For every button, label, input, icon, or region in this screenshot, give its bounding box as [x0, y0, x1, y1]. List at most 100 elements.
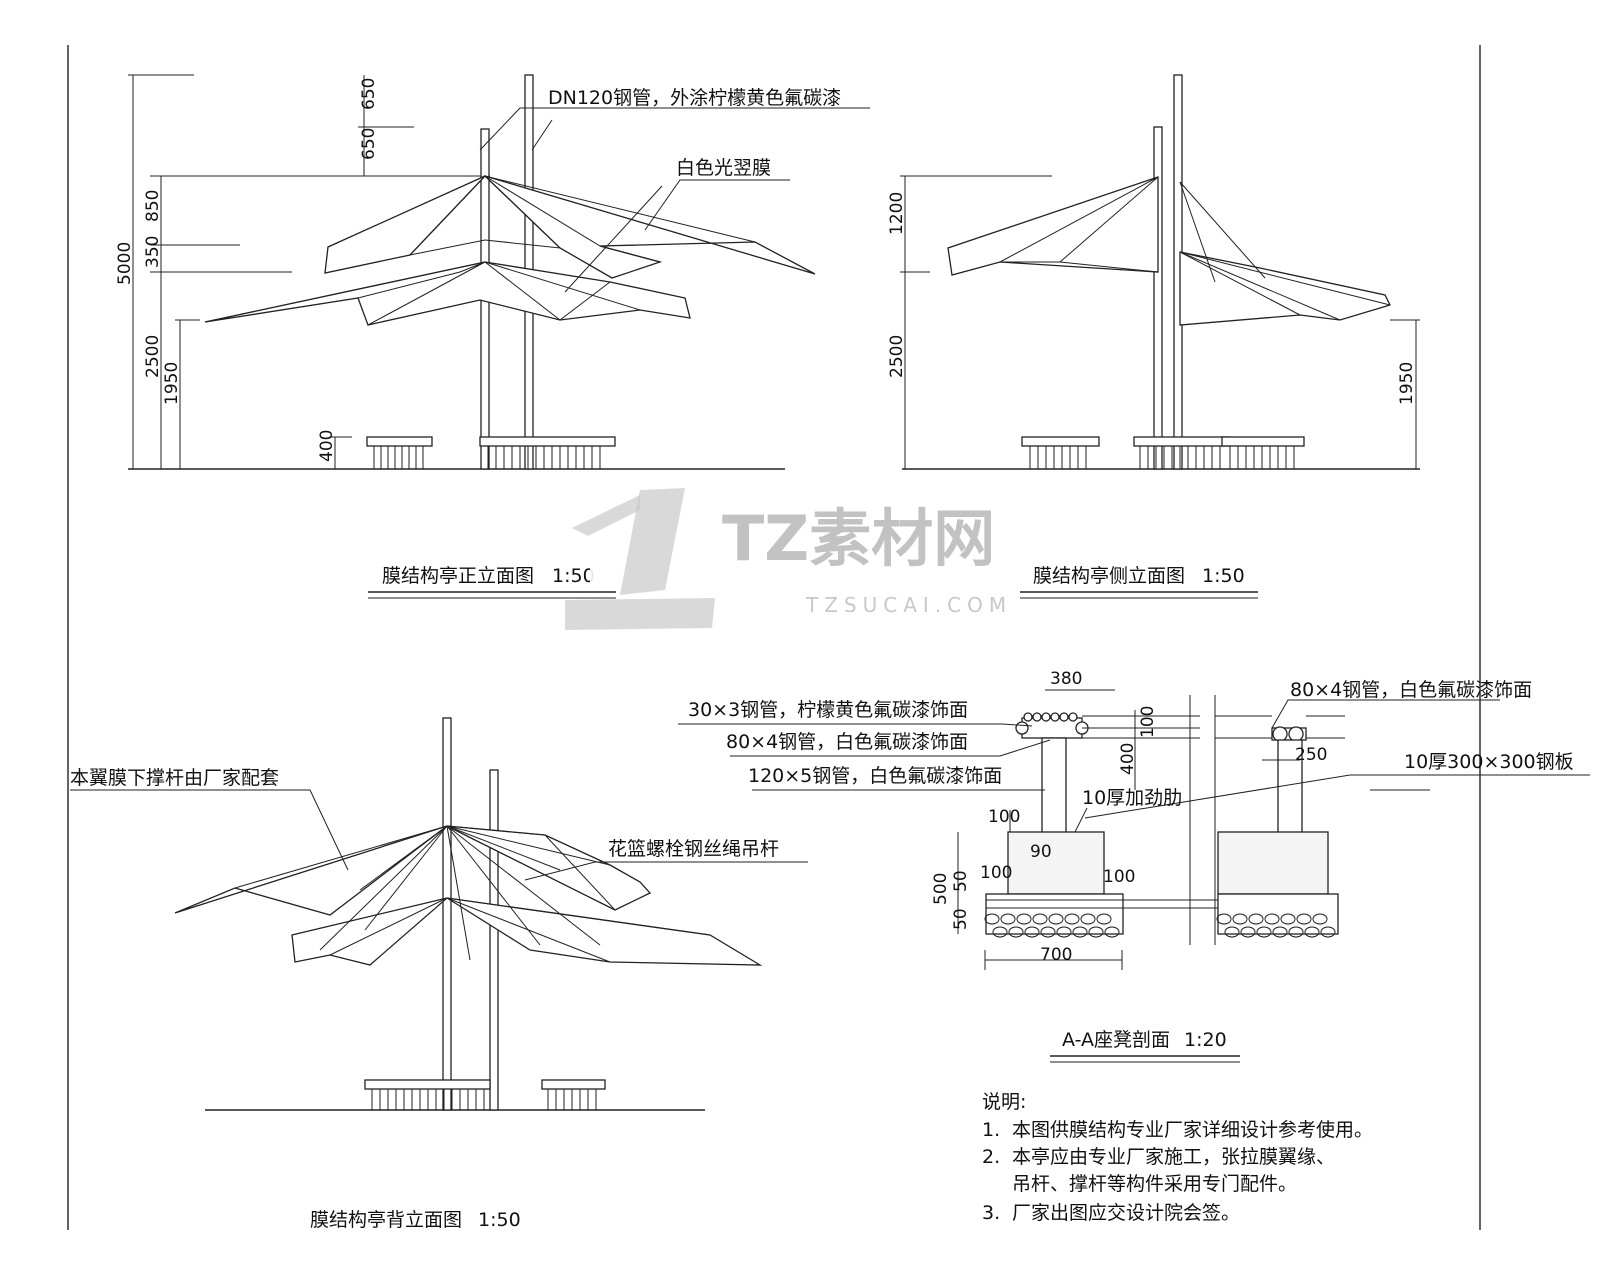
front-note-membrane: 白色光翌膜 [676, 157, 771, 179]
section-dim-500: 500 [931, 873, 951, 905]
front-dim-650a: 650 [359, 78, 379, 110]
gravel-stone [1304, 926, 1320, 938]
gravel-stone [1008, 926, 1024, 938]
back-title-text: 膜结构亭背立面图 [310, 1209, 462, 1231]
front-dim-350: 350 [143, 236, 163, 268]
gravel-stone [1280, 913, 1296, 925]
gravel-stone [1064, 913, 1080, 925]
remarks-heading: 说明: [982, 1091, 1026, 1113]
gravel-stone [1288, 926, 1304, 938]
back-title: 膜结构亭背立面图 1:50 [310, 1209, 521, 1231]
gravel-stone [1080, 913, 1096, 925]
front-title-scale: 1:50 [552, 565, 595, 587]
section-dim-380: 380 [1050, 669, 1082, 689]
gravel-stone [1312, 913, 1328, 925]
section-pipe [1059, 712, 1069, 722]
remark-3-num: 3. [982, 1202, 1000, 1224]
front-dim-1950: 1950 [162, 362, 182, 405]
side-title: 膜结构亭侧立面图 1:50 [1020, 565, 1258, 599]
section-pipe [1050, 712, 1060, 722]
front-dim-650b: 650 [359, 128, 379, 160]
section-dim-90: 90 [1030, 842, 1052, 862]
side-bench-legs [1029, 446, 1295, 469]
side-dim-1950: 1950 [1397, 362, 1417, 405]
front-title: 膜结构亭正立面图 1:50 [368, 565, 616, 599]
gravel-stone [1040, 926, 1056, 938]
section-dim-100-top: 100 [1138, 706, 1158, 738]
front-title-text: 膜结构亭正立面图 [382, 565, 534, 587]
gravel-stone [984, 913, 1000, 925]
side-elevation [900, 74, 1420, 470]
side-title-scale: 1:50 [1202, 565, 1245, 587]
gravel-stone [1096, 913, 1112, 925]
section-dim-100a: 100 [988, 807, 1020, 827]
remark-2-text: 本亭应由专业厂家施工，张拉膜翼缘、 [1012, 1146, 1335, 1168]
remark-1-text: 本图供膜结构专业厂家详细设计参考使用。 [1012, 1119, 1373, 1141]
side-dim-2500: 2500 [887, 335, 907, 378]
section-dim-50b: 50 [951, 908, 971, 930]
gravel-fill [984, 913, 1120, 938]
front-dim-400: 400 [317, 430, 337, 462]
gravel-stone [1296, 913, 1312, 925]
gravel-stone [1264, 913, 1280, 925]
back-bench-legs [371, 1089, 597, 1110]
section-dim-100c: 100 [1103, 867, 1135, 887]
remark-1-num: 1. [982, 1119, 1000, 1141]
section-note-plate: 10厚300×300钢板 [1404, 751, 1574, 773]
remark-2b-text: 吊杆、撑杆等构件采用专门配件。 [1012, 1173, 1297, 1195]
sheet-border [67, 45, 1481, 1230]
section-note-pipe30: 30×3钢管，柠檬黄色氟碳漆饰面 [688, 699, 968, 721]
front-elevation [128, 74, 870, 470]
section-pipe-large [1015, 721, 1029, 735]
section-title-text: A-A座凳剖面 [1062, 1029, 1170, 1051]
gravel-stone [1240, 926, 1256, 938]
gravel-stone [1088, 926, 1104, 938]
section-aa [678, 689, 1590, 970]
gravel-stone [1072, 926, 1088, 938]
gravel-stone [1224, 926, 1240, 938]
front-bench-legs [373, 446, 601, 469]
watermark-logo-icon [565, 488, 715, 630]
section-title: A-A座凳剖面 1:20 [1050, 1029, 1240, 1063]
section-pipe [1032, 712, 1042, 722]
watermark-domain: TZSUCAI.COM [805, 593, 1012, 617]
gravel-stone [1016, 913, 1032, 925]
gravel-stone [1272, 926, 1288, 938]
remark-3-text: 厂家出图应交设计院会签。 [1012, 1202, 1240, 1224]
section-note-pipe120: 120×5钢管，白色氟碳漆饰面 [748, 765, 1002, 787]
section-pipe [1041, 712, 1051, 722]
gravel-stone [1256, 926, 1272, 938]
back-note-cable: 花篮螺栓钢丝绳吊杆 [608, 838, 779, 860]
gravel-stone [1024, 926, 1040, 938]
section-note-pipe80-right: 80×4钢管，白色氟碳漆饰面 [1290, 679, 1532, 701]
front-dim-850: 850 [143, 190, 163, 222]
section-title-scale: 1:20 [1184, 1029, 1227, 1051]
gravel-stone [1248, 913, 1264, 925]
section-pipe [1023, 712, 1033, 722]
front-note-pipe: DN120钢管，外涂柠檬黄色氟碳漆 [548, 87, 841, 109]
remark-2-num: 2. [982, 1146, 1000, 1168]
gravel-stone [1320, 926, 1336, 938]
section-dim-100b: 100 [980, 863, 1012, 883]
gravel-fill-right [1216, 913, 1336, 938]
section-note-rib: 10厚加劲肋 [1082, 787, 1182, 809]
gravel-stone [1000, 913, 1016, 925]
front-dim-5000: 5000 [115, 242, 135, 285]
gravel-stone [1032, 913, 1048, 925]
gravel-stone [1104, 926, 1120, 938]
gravel-stone [1232, 913, 1248, 925]
gravel-stone [1056, 926, 1072, 938]
side-title-text: 膜结构亭侧立面图 [1033, 565, 1185, 587]
back-note-strut: 本翼膜下撑杆由厂家配套 [70, 767, 279, 789]
side-dim-1200: 1200 [887, 192, 907, 235]
section-dim-400: 400 [1118, 743, 1138, 775]
watermark: TZ素材网 TZSUCAI.COM [565, 488, 1012, 630]
section-dim-700: 700 [1040, 945, 1072, 965]
back-elevation [70, 717, 808, 1111]
gravel-stone [1216, 913, 1232, 925]
gravel-stone [1048, 913, 1064, 925]
remarks-block: 说明: 1. 本图供膜结构专业厂家详细设计参考使用。 2. 本亭应由专业厂家施工… [982, 1091, 1373, 1224]
front-dim-2500: 2500 [143, 335, 163, 378]
section-dim-50a: 50 [951, 870, 971, 892]
